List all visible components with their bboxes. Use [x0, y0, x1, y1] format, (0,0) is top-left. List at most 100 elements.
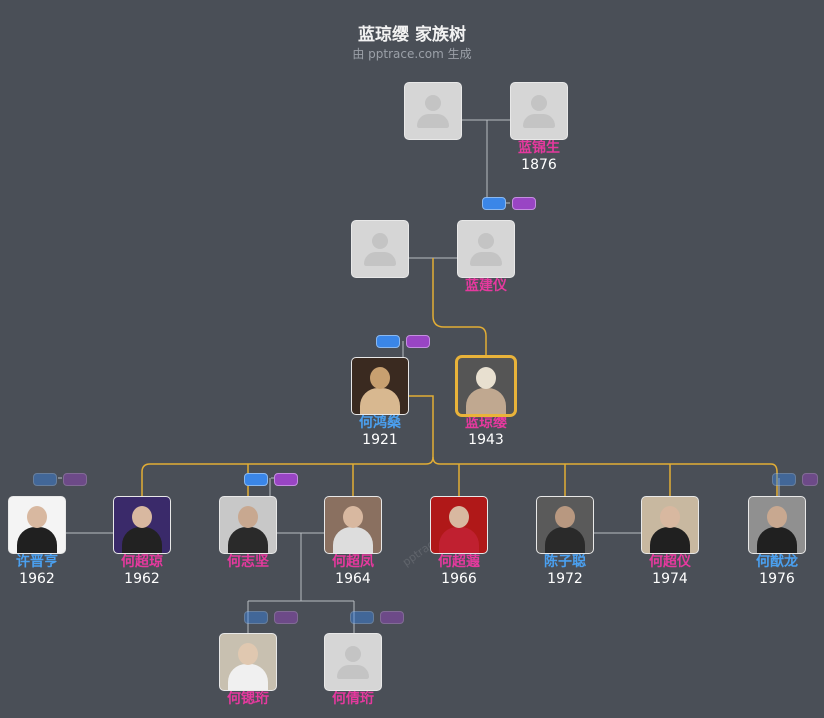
portrait-face: [449, 506, 469, 528]
avatar: [431, 497, 487, 553]
person-name[interactable]: 何超凤: [332, 554, 374, 570]
expand-mother-toggle[interactable]: [802, 473, 818, 486]
connector-line: [461, 119, 510, 204]
avatar-head: [425, 95, 441, 111]
birth-year: 1876: [521, 157, 557, 173]
person-name[interactable]: 何倩珩: [332, 691, 374, 707]
person-name[interactable]: 何超琼: [121, 554, 163, 570]
person-name[interactable]: 何超仪: [649, 554, 691, 570]
expand-mother-toggle[interactable]: [274, 611, 298, 624]
birth-year: 1966: [441, 571, 477, 587]
birth-year: 1962: [19, 571, 55, 587]
avatar: [325, 497, 381, 553]
parent-link: [432, 258, 487, 358]
expand-mother-toggle[interactable]: [406, 335, 430, 348]
portrait-body: [228, 527, 268, 553]
expand-father-toggle[interactable]: [350, 611, 374, 624]
avatar-placeholder-icon: [511, 83, 567, 139]
portrait-body: [228, 664, 268, 690]
avatar-head: [531, 95, 547, 111]
person-card[interactable]: 何志坚: [198, 497, 298, 571]
birth-year: 1974: [652, 571, 688, 587]
person-card[interactable]: 蓝建仪: [436, 221, 536, 295]
birth-year: 1943: [468, 432, 504, 448]
expand-father-toggle[interactable]: [482, 197, 506, 210]
page-subtitle: 由 pptrace.com 生成: [352, 47, 472, 61]
avatar-shoulders: [417, 114, 449, 128]
person-name[interactable]: 蓝琼缨: [465, 415, 507, 431]
person-name[interactable]: 何志坚: [227, 554, 269, 570]
expand-mother-toggle[interactable]: [380, 611, 404, 624]
person-name[interactable]: 许晋亨: [16, 554, 58, 570]
connector-line: [247, 533, 355, 633]
avatar: [458, 358, 514, 414]
portrait-face: [660, 506, 680, 528]
portrait-face: [555, 506, 575, 528]
avatar-placeholder-icon: [352, 221, 408, 277]
avatar: [9, 497, 65, 553]
avatar: [749, 497, 805, 553]
portrait-face: [27, 506, 47, 528]
portrait-body: [333, 527, 373, 553]
person-card[interactable]: [330, 221, 430, 278]
person-name[interactable]: 何鸿燊: [359, 415, 401, 431]
portrait-body: [439, 527, 479, 553]
portrait-face: [343, 506, 363, 528]
expand-mother-toggle[interactable]: [63, 473, 87, 486]
expand-father-toggle[interactable]: [244, 473, 268, 486]
portrait-face: [238, 506, 258, 528]
child-link: [247, 464, 671, 497]
avatar: [220, 634, 276, 690]
birth-year: 1972: [547, 571, 583, 587]
portrait-body: [360, 388, 400, 414]
avatar-shoulders: [337, 665, 369, 679]
person-name[interactable]: 何锶珩: [227, 691, 269, 707]
person-card[interactable]: [383, 83, 483, 140]
avatar: [642, 497, 698, 553]
portrait-body: [17, 527, 57, 553]
portrait-face: [132, 506, 152, 528]
portrait-body: [650, 527, 690, 553]
portrait-face: [476, 367, 496, 389]
birth-year: 1964: [335, 571, 371, 587]
person-name[interactable]: 蓝建仪: [465, 278, 507, 294]
avatar-shoulders: [523, 114, 555, 128]
portrait-body: [122, 527, 162, 553]
birth-year: 1962: [124, 571, 160, 587]
portrait-body: [545, 527, 585, 553]
portrait-face: [238, 643, 258, 665]
person-name[interactable]: 陈子聪: [544, 554, 586, 570]
expand-father-toggle[interactable]: [772, 473, 796, 486]
person-name[interactable]: 何超蕸: [438, 554, 480, 570]
person-name[interactable]: 何猷龙: [756, 554, 798, 570]
expand-father-toggle[interactable]: [244, 611, 268, 624]
portrait-body: [466, 388, 506, 414]
expand-mother-toggle[interactable]: [512, 197, 536, 210]
avatar-placeholder-icon: [325, 634, 381, 690]
avatar-head: [478, 233, 494, 249]
expand-father-toggle[interactable]: [33, 473, 57, 486]
child-link: [432, 456, 778, 497]
avatar-shoulders: [470, 252, 502, 266]
expand-mother-toggle[interactable]: [274, 473, 298, 486]
person-card[interactable]: 何锶珩: [198, 634, 298, 708]
avatar: [220, 497, 276, 553]
birth-year: 1921: [362, 432, 398, 448]
avatar-head: [345, 646, 361, 662]
expand-father-toggle[interactable]: [376, 335, 400, 348]
portrait-face: [370, 367, 390, 389]
person-card[interactable]: 何倩珩: [303, 634, 403, 708]
avatar-placeholder-icon: [405, 83, 461, 139]
avatar-head: [372, 233, 388, 249]
person-name[interactable]: 蓝锦生: [518, 140, 560, 156]
